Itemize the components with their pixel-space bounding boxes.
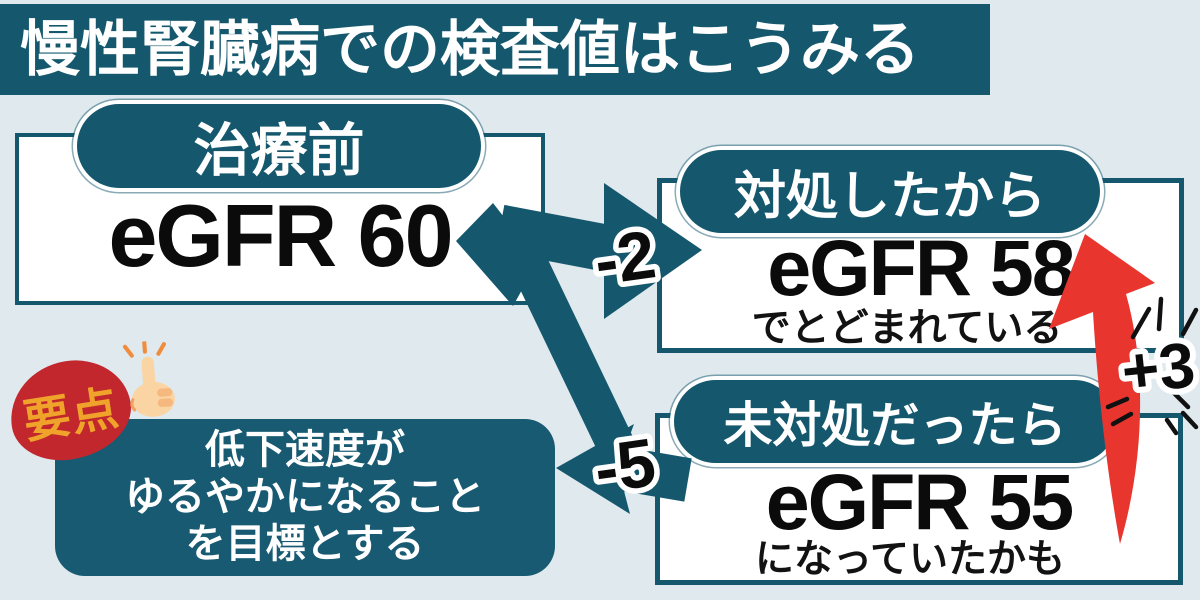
treated-egfr-value: eGFR 58 bbox=[767, 223, 1076, 312]
untreated-tag: 未対処だったら bbox=[670, 376, 1120, 467]
pointing-up-finger-icon bbox=[122, 340, 175, 417]
goal-line-3: を目標とする bbox=[185, 522, 425, 567]
goal-line-2: ゆるやかになること bbox=[125, 474, 485, 519]
before-egfr-value: eGFR 60 bbox=[108, 186, 453, 285]
page-title: 慢性腎臓病での検査値はこうみる bbox=[20, 15, 920, 83]
treated-delta-label: -2 bbox=[590, 216, 660, 300]
untreated-note: になっていたかも bbox=[754, 538, 1066, 581]
treated-tag: 対処したから bbox=[676, 146, 1104, 237]
before-treatment-tag: 治療前 bbox=[73, 100, 485, 192]
keypoint-badge-label: 要点 bbox=[19, 380, 123, 448]
treated-note: でとどまれている bbox=[751, 307, 1063, 350]
title-banner: 慢性腎臓病での検査値はこうみる bbox=[0, 4, 990, 95]
treated-tag-label: 対処したから bbox=[733, 168, 1046, 226]
goal-box: 低下速度が ゆるやかになること を目標とする bbox=[55, 419, 555, 576]
before-treatment-tag-label: 治療前 bbox=[193, 119, 365, 183]
goal-line-1: 低下速度が bbox=[205, 427, 405, 472]
untreated-tag-label: 未対処だったら bbox=[723, 399, 1067, 453]
untreated-delta-label: -5 bbox=[590, 424, 660, 508]
untreated-egfr-value: eGFR 55 bbox=[765, 457, 1075, 546]
